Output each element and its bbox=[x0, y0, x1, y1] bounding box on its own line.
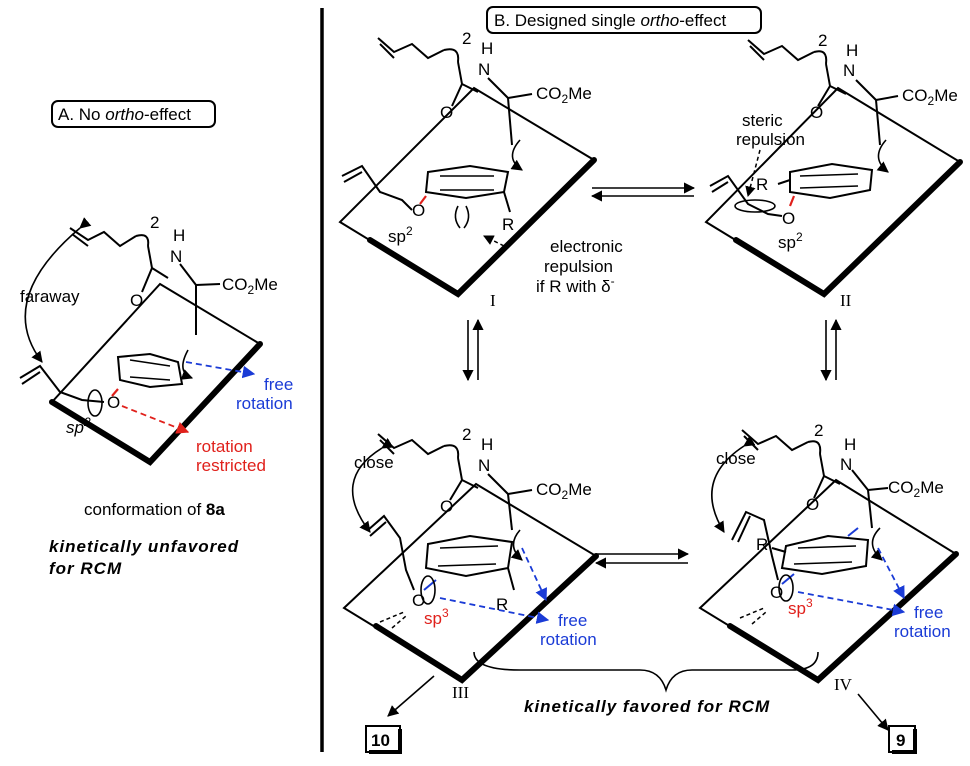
sp3-iii: sp3 bbox=[424, 606, 449, 628]
caption-8a: conformation of 8a bbox=[84, 500, 225, 519]
o-i: O bbox=[440, 103, 453, 122]
sp2-ii: sp2 bbox=[778, 230, 803, 252]
electronic-label: electronic bbox=[550, 237, 623, 256]
restricted-label: restricted bbox=[196, 456, 266, 475]
steric-label: steric bbox=[742, 111, 783, 130]
free-label-iii: free bbox=[558, 611, 587, 630]
structure-iii: close 2 H N O CO2Me R O sp3 free rotatio… bbox=[342, 425, 599, 702]
r-iv: R bbox=[756, 535, 768, 554]
ester-iv: CO2Me bbox=[888, 478, 944, 500]
ring-iv bbox=[780, 534, 870, 576]
rotation-label-iii: rotation bbox=[540, 630, 597, 649]
amide-h: H bbox=[173, 226, 185, 245]
close-label-iii: close bbox=[354, 453, 394, 472]
cage-iv bbox=[698, 478, 958, 682]
rotation-arrow-a bbox=[180, 349, 194, 380]
cage-a-front-edge bbox=[49, 341, 263, 466]
sp2-i: sp2 bbox=[388, 224, 413, 246]
top-alkene-chain bbox=[69, 227, 137, 248]
ester-iii: CO2Me bbox=[536, 480, 592, 502]
count-i: 2 bbox=[462, 29, 471, 48]
free-label-iv: free bbox=[914, 603, 943, 622]
sp3-iv: sp3 bbox=[788, 596, 813, 618]
product-10: 10 bbox=[365, 725, 402, 754]
product-9-label: 9 bbox=[896, 731, 905, 750]
faraway-arrow bbox=[24, 217, 92, 363]
r-i: R bbox=[502, 215, 514, 234]
ring-ii bbox=[789, 162, 874, 200]
benzene-ring-a bbox=[116, 352, 184, 389]
ether-o-ii: O bbox=[782, 209, 795, 228]
kinetic-text-a-1: kinetically unfavored bbox=[49, 537, 239, 556]
n-iii: N bbox=[478, 456, 490, 475]
electronic-repulsion-label: repulsion bbox=[544, 257, 613, 276]
panel-a: A. No ortho-effect faraway 2 H N O CO2Me… bbox=[19, 100, 293, 578]
structure-i: 2 H N O CO2Me R O sp2 electronic repulsi… bbox=[338, 29, 623, 310]
equilibrium-iii-iv bbox=[594, 548, 690, 569]
structure-iv: close 2 H N O CO2Me R O sp3 free rot bbox=[698, 421, 959, 694]
if-r-label: if R with δ- bbox=[536, 274, 615, 296]
allyl-chain-a bbox=[19, 364, 105, 403]
h-iii: H bbox=[481, 435, 493, 454]
sp2-label-a: sp2 bbox=[66, 415, 91, 437]
ring-iii bbox=[424, 534, 514, 578]
ether-o-i: O bbox=[412, 201, 425, 220]
equilibrium-ii-iv bbox=[820, 318, 842, 382]
panel-b-header: B. Designed single ortho-effect bbox=[494, 11, 726, 30]
rotation-label-a: rotation bbox=[236, 394, 293, 413]
h-iv: H bbox=[844, 435, 856, 454]
label-iv: IV bbox=[834, 675, 853, 694]
rotation-label-red: rotation bbox=[196, 437, 253, 456]
kinetic-text-b: kinetically favored for RCM bbox=[524, 697, 770, 716]
amide-o: O bbox=[130, 291, 143, 310]
faraway-label: faraway bbox=[20, 287, 80, 306]
count-ii: 2 bbox=[818, 31, 827, 50]
amide-n: N bbox=[170, 247, 182, 266]
rotation-label-iv: rotation bbox=[894, 622, 951, 641]
label-i: I bbox=[490, 291, 496, 310]
product-10-label: 10 bbox=[371, 731, 390, 750]
brace-iii-iv bbox=[473, 651, 819, 693]
arrow-to-10 bbox=[387, 675, 435, 717]
n-ii: N bbox=[843, 61, 855, 80]
h-i: H bbox=[481, 39, 493, 58]
restricted-arrow-a bbox=[121, 405, 190, 434]
cage-iii bbox=[342, 482, 598, 682]
ether-oxygen-a: O bbox=[107, 393, 120, 412]
n-iv: N bbox=[840, 455, 852, 474]
equilibrium-i-ii bbox=[590, 182, 696, 202]
steric-repulsion-label: repulsion bbox=[736, 130, 805, 149]
label-iii: III bbox=[452, 683, 469, 702]
label-ii: II bbox=[840, 291, 852, 310]
product-9: 9 bbox=[888, 725, 917, 754]
count-iv: 2 bbox=[814, 421, 823, 440]
panel-a-header: A. No ortho-effect bbox=[58, 105, 191, 124]
arrow-to-9 bbox=[857, 693, 889, 731]
h-ii: H bbox=[846, 41, 858, 60]
ester-i: CO2Me bbox=[536, 84, 592, 106]
free-label-a: free bbox=[264, 375, 293, 394]
ether-o-iv: O bbox=[770, 583, 783, 602]
structure-ii: 2 H N O CO2Me R O sp2 steric repulsion I… bbox=[704, 31, 963, 310]
free-rotation-arrow-a bbox=[185, 361, 256, 379]
close-label-iv: close bbox=[716, 449, 756, 468]
o-iii: O bbox=[440, 497, 453, 516]
ester-label-a: CO2Me bbox=[222, 275, 278, 297]
chain-count: 2 bbox=[150, 213, 159, 232]
n-i: N bbox=[478, 60, 490, 79]
panel-a-header-box bbox=[51, 100, 216, 128]
kinetic-text-a-2: for RCM bbox=[49, 559, 122, 578]
r-ii: R bbox=[756, 175, 768, 194]
ester-ii: CO2Me bbox=[902, 86, 958, 108]
equilibrium-i-iii bbox=[462, 318, 484, 382]
count-iii: 2 bbox=[462, 425, 471, 444]
panel-b-header-box bbox=[486, 6, 762, 34]
ring-i bbox=[424, 164, 510, 200]
